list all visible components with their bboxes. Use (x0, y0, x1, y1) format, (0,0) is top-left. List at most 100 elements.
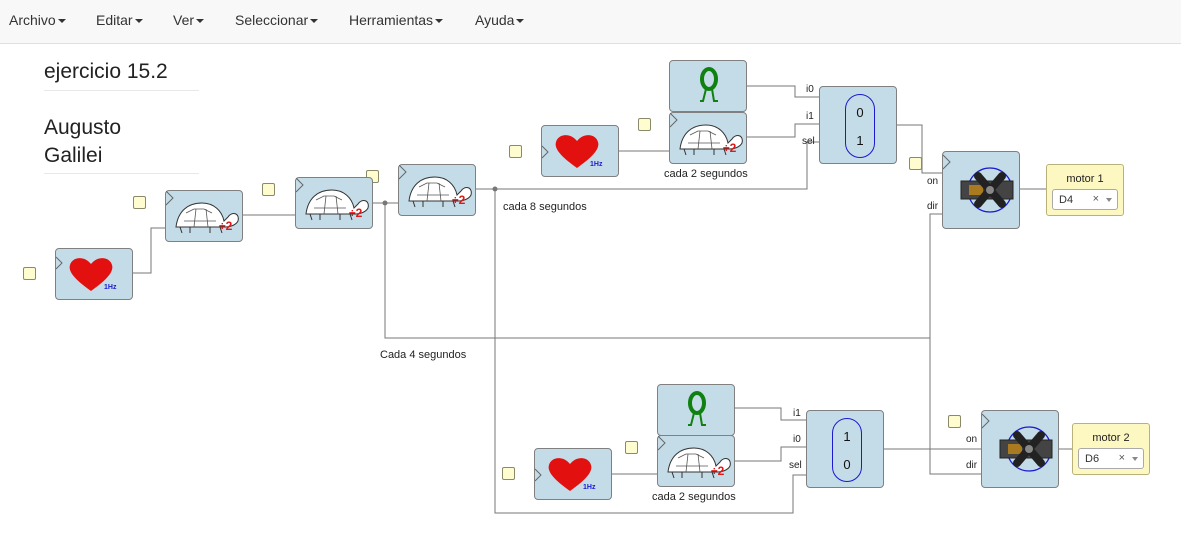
multiplexer-frame: 1 0 (832, 418, 862, 482)
wire (929, 338, 982, 475)
caret-down-icon (57, 19, 66, 24)
motor-2-pin-box: motor 2 D6 × (1072, 423, 1150, 475)
turtle-icon (399, 165, 472, 208)
turtle-icon (670, 113, 743, 156)
motor-1-pin-value: D4 (1059, 194, 1074, 206)
turtle-icon (658, 436, 731, 479)
author-divider (44, 173, 199, 174)
chevron-down-icon[interactable] (1106, 198, 1112, 202)
menu-archivo[interactable]: Archivo (9, 12, 66, 28)
wire (897, 124, 943, 174)
multiplexer-block[interactable]: 1 0 (806, 410, 884, 488)
wire-junction (382, 200, 388, 206)
divider-block[interactable]: ÷2 (295, 177, 373, 229)
caret-down-icon (134, 19, 143, 24)
divide-by-two-label: ÷2 (452, 193, 466, 207)
divider-block[interactable]: ÷2 (657, 435, 735, 487)
menu-ver[interactable]: Ver (173, 12, 205, 28)
input-port[interactable] (625, 441, 638, 454)
circuit-title[interactable]: ejercicio 15.2 (44, 60, 168, 83)
multiplexer-block[interactable]: 0 1 (819, 86, 897, 164)
input-port[interactable] (909, 157, 922, 170)
menu-ver-label: Ver (173, 12, 195, 28)
input-port[interactable] (23, 267, 36, 280)
mux-value-bottom: 1 (856, 133, 864, 148)
servo-block[interactable] (981, 410, 1059, 488)
divider-block[interactable]: ÷2 (398, 164, 476, 216)
divider-block[interactable]: ÷2 (669, 112, 747, 164)
pin-label-sel: sel (789, 460, 802, 471)
pin-label-dir: dir (927, 201, 939, 212)
wire (734, 446, 807, 462)
author-line-2[interactable]: Galilei (44, 144, 103, 167)
menu-seleccionar-label: Seleccionar (235, 12, 309, 28)
zero-character-icon (700, 67, 718, 102)
pin-label-i0: i0 (793, 434, 801, 445)
caret-down-icon (196, 19, 205, 24)
servo-motor-icon (982, 413, 1053, 472)
wire (747, 123, 820, 138)
clear-icon[interactable]: × (1092, 193, 1099, 205)
pin-label-dir: dir (966, 460, 978, 471)
constant-zero-block[interactable] (669, 60, 747, 112)
menu-archivo-label: Archivo (9, 12, 56, 28)
wire (384, 203, 930, 339)
mux-value-bottom: 0 (843, 457, 851, 472)
turtle-icon (166, 191, 239, 234)
chevron-down-icon[interactable] (1132, 457, 1138, 461)
caret-down-icon (310, 19, 319, 24)
motor-1-label: motor 1 (1066, 173, 1104, 185)
input-port[interactable] (262, 183, 275, 196)
wire-label-cada-4[interactable]: Cada 4 segundos (380, 349, 467, 361)
zero-character-icon (688, 391, 706, 426)
menu-herramientas[interactable]: Herramientas (349, 12, 444, 28)
mux-value-top: 1 (843, 429, 851, 444)
divide-by-two-label: ÷2 (711, 464, 725, 478)
input-port[interactable] (638, 118, 651, 131)
menu-ayuda-label: Ayuda (475, 12, 515, 28)
input-port[interactable] (948, 415, 961, 428)
pin-label-i1: i1 (806, 111, 814, 122)
divider-block[interactable]: ÷2 (165, 190, 243, 242)
divide-by-two-label: ÷2 (219, 219, 233, 233)
motor-1-pin-select[interactable]: D4 × (1052, 189, 1118, 210)
motor-2-pin-select[interactable]: D6 × (1078, 448, 1144, 469)
caret-down-icon (435, 19, 444, 24)
wire (132, 227, 166, 274)
motor-1-pin-box: motor 1 D4 × (1046, 164, 1124, 216)
pin-label-i1: i1 (793, 408, 801, 419)
divide-by-two-label: ÷2 (723, 141, 737, 155)
pin-label-on: on (966, 434, 978, 445)
author-line-1[interactable]: Augusto (44, 116, 122, 139)
servo-motor-icon (943, 154, 1014, 213)
heartbeat-block[interactable]: 1Hz (55, 248, 133, 300)
wiring-canvas (132, 85, 1073, 514)
constant-zero-block[interactable] (657, 384, 735, 436)
menu-editar[interactable]: Editar (96, 12, 143, 28)
heartbeat-block[interactable]: 1Hz (541, 125, 619, 177)
wire (734, 407, 807, 421)
input-port[interactable] (133, 196, 146, 209)
menu-seleccionar[interactable]: Seleccionar (235, 12, 319, 28)
wire (494, 189, 807, 514)
heartbeat-block[interactable]: 1Hz (534, 448, 612, 500)
menu-editar-label: Editar (96, 12, 133, 28)
pin-label-i0: i0 (806, 84, 814, 95)
servo-block[interactable] (942, 151, 1020, 229)
menu-ayuda[interactable]: Ayuda (475, 12, 525, 28)
multiplexer-frame: 0 1 (845, 94, 875, 158)
menu-herramientas-label: Herramientas (349, 12, 434, 28)
heart-icon (56, 256, 113, 291)
input-port[interactable] (509, 145, 522, 158)
wire-label-cada-8[interactable]: cada 8 segundos (503, 201, 587, 213)
wire-label-cada-2-bottom[interactable]: cada 2 segundos (652, 491, 736, 503)
hz-label: 1Hz (583, 484, 596, 491)
wire-label-cada-2-top[interactable]: cada 2 segundos (664, 168, 748, 180)
clear-icon[interactable]: × (1118, 452, 1125, 464)
hz-label: 1Hz (590, 161, 603, 168)
input-port[interactable] (502, 467, 515, 480)
wire (475, 141, 820, 190)
heart-icon (542, 135, 599, 168)
menu-bar: Archivo Editar Ver Seleccionar Herramien… (0, 0, 1181, 44)
pin-label-on: on (927, 176, 939, 187)
